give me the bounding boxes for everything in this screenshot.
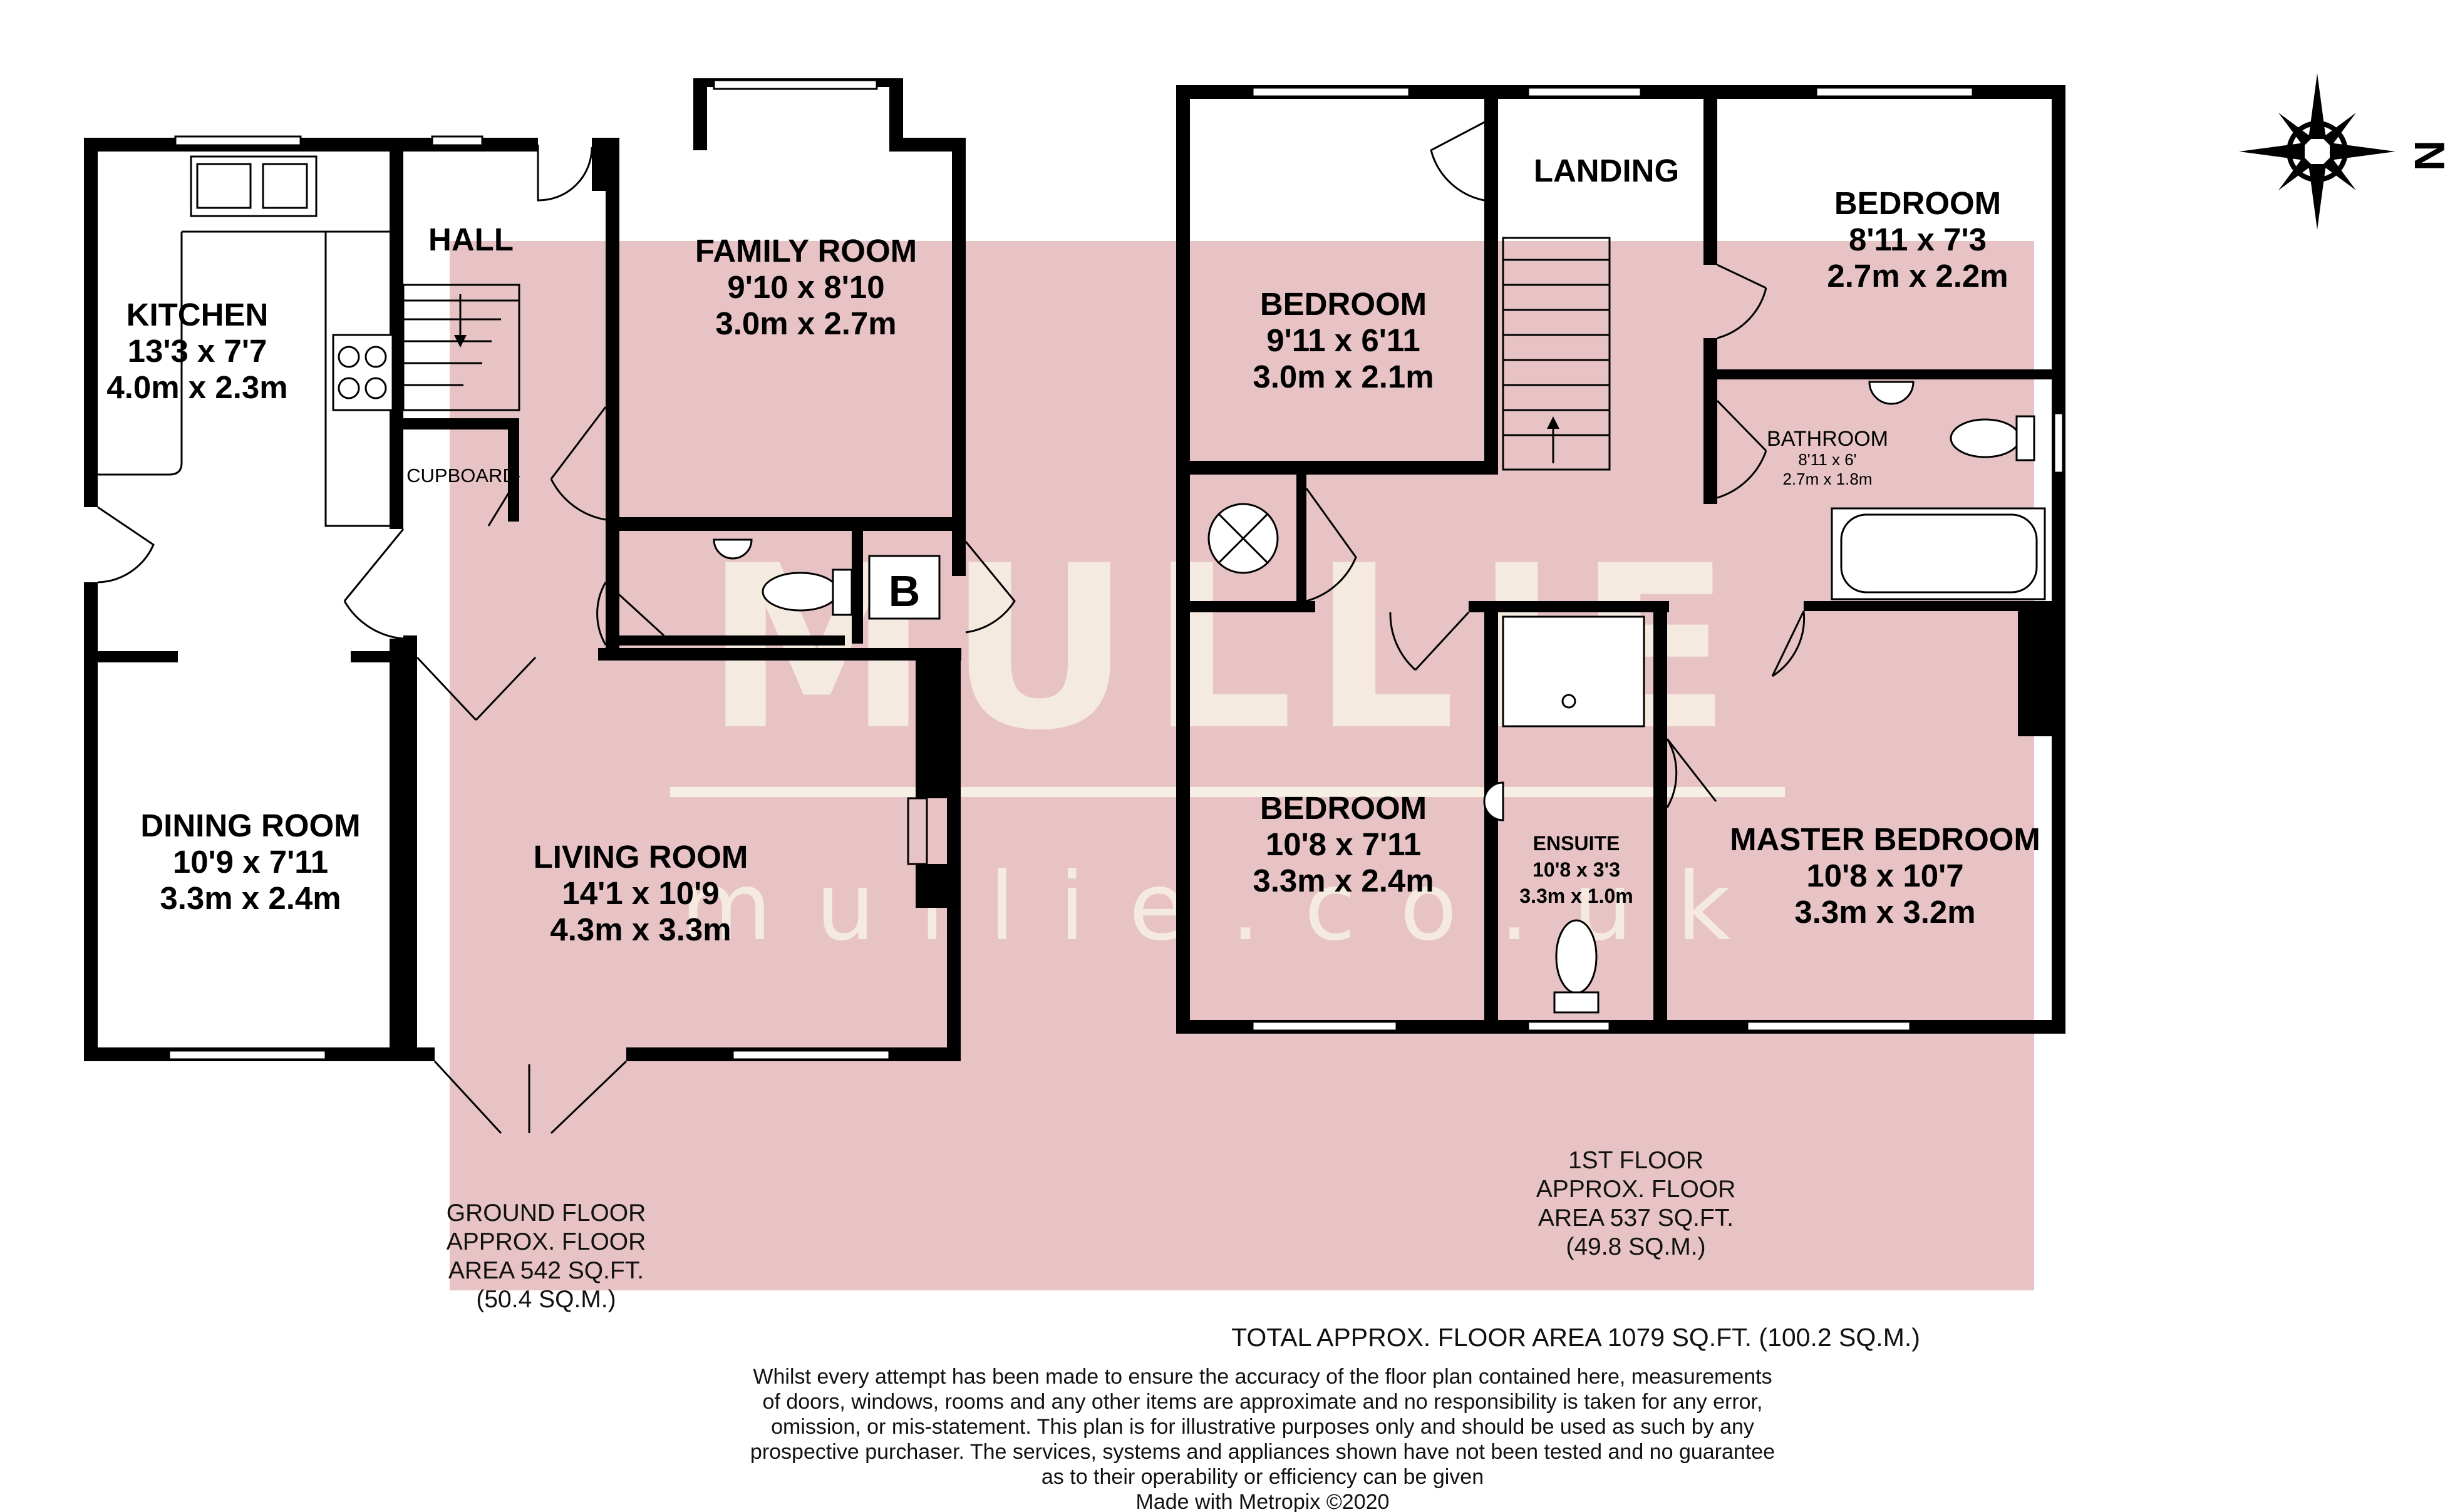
- bedroom-front-left-name: BEDROOM: [1260, 790, 1427, 826]
- cupboard-name: CUPBOARD: [406, 465, 517, 486]
- ground-area-line-1: GROUND FLOOR: [447, 1200, 646, 1227]
- shower-tray-icon: [1502, 615, 1645, 728]
- bedroom-front-left-window: [1251, 1021, 1398, 1032]
- compass-north-label: N: [2406, 140, 2450, 171]
- dining-room-imperial: 10'9 x 7'11: [173, 844, 328, 880]
- living-room-window: [731, 1049, 891, 1061]
- bathroom-window: [2053, 412, 2064, 474]
- ground-area-line-3: AREA 542 SQ.FT.: [448, 1257, 644, 1284]
- first-area-line-3: AREA 537 SQ.FT.: [1538, 1205, 1734, 1232]
- first-floor-area: 1ST FLOOR APPROX. FLOOR AREA 537 SQ.FT. …: [1536, 1147, 1736, 1260]
- watermark-fill: [450, 241, 2034, 1290]
- hall-name: HALL: [428, 222, 514, 257]
- kitchen-name: KITCHEN: [127, 297, 269, 332]
- dining-room-window: [168, 1049, 327, 1061]
- wc-basin-icon: [713, 538, 753, 560]
- master-bedroom-metric: 3.3m x 3.2m: [1794, 894, 1975, 930]
- kitchen-metric: 4.0m x 2.3m: [106, 369, 287, 405]
- master-bedroom-window: [1746, 1021, 1911, 1032]
- wc-toilet-icon: [762, 568, 853, 616]
- kitchen-window: [174, 135, 302, 147]
- first-area-line-4: (49.8 SQ.M.): [1566, 1233, 1705, 1260]
- ensuite-name: ENSUITE: [1533, 832, 1620, 855]
- living-room-metric: 4.3m x 3.3m: [550, 912, 731, 947]
- master-bedroom-name: MASTER BEDROOM: [1730, 821, 2040, 857]
- master-bedroom-imperial: 10'8 x 10'7: [1806, 858, 1963, 893]
- bedroom-rear-right-metric: 2.7m x 2.2m: [1827, 258, 2008, 294]
- bedroom-front-left-imperial: 10'8 x 7'11: [1266, 826, 1421, 862]
- compass-rose-icon: [2239, 73, 2396, 230]
- total-floor-area: TOTAL APPROX. FLOOR AREA 1079 SQ.FT. (10…: [1231, 1323, 1920, 1352]
- bedroom-rear-left-window: [1251, 86, 1410, 98]
- metropix-credit: Made with Metropix ©2020: [1136, 1490, 1390, 1512]
- bathroom-toilet-icon: [1950, 415, 2035, 461]
- ensuite-imperial: 10'8 x 3'3: [1533, 858, 1620, 881]
- first-area-line-2: APPROX. FLOOR: [1536, 1176, 1736, 1203]
- ground-area-line-2: APPROX. FLOOR: [447, 1228, 646, 1255]
- dining-room-name: DINING ROOM: [140, 808, 360, 843]
- stairs-ground: [402, 284, 520, 411]
- ground-floor-plan: [84, 78, 1016, 1134]
- bedroom-rear-left-metric: 3.0m x 2.1m: [1253, 359, 1434, 394]
- bedroom-rear-right-window: [1815, 86, 1974, 98]
- boiler-label: B: [889, 567, 921, 615]
- living-room-imperial: 14'1 x 10'9: [562, 875, 719, 911]
- cylinder-icon: [1207, 503, 1279, 574]
- disclaimer-line-4: prospective purchaser. The services, sys…: [750, 1440, 1775, 1464]
- living-room-name: LIVING ROOM: [534, 839, 748, 875]
- family-room-window: [713, 79, 878, 90]
- bathroom-metric: 2.7m x 1.8m: [1782, 470, 1872, 488]
- family-room-name: FAMILY ROOM: [695, 233, 917, 269]
- disclaimer-line-1: Whilst every attempt has been made to en…: [753, 1365, 1772, 1389]
- disclaimer-line-3: omission, or mis-statement. This plan is…: [771, 1415, 1754, 1439]
- stairs-first: [1502, 237, 1611, 471]
- kitchen-sink-icon: [190, 155, 318, 217]
- ensuite-window: [1527, 1021, 1611, 1032]
- landing-window: [1527, 86, 1642, 98]
- first-area-line-1: 1ST FLOOR: [1568, 1147, 1703, 1174]
- watermark: MULLIE mullie.co.uk: [450, 241, 2034, 1290]
- bath-icon: [1831, 507, 2046, 600]
- room-labels-ground: KITCHEN 13'3 x 7'7 4.0m x 2.3m HALL FAMI…: [106, 222, 920, 947]
- family-room-metric: 3.0m x 2.7m: [715, 306, 896, 341]
- bedroom-rear-right-name: BEDROOM: [1834, 185, 2001, 221]
- family-room-imperial: 9'10 x 8'10: [727, 269, 884, 305]
- bathroom-imperial: 8'11 x 6': [1798, 450, 1856, 469]
- disclaimer-line-5: as to their operability or efficiency ca…: [1042, 1465, 1484, 1489]
- hob-icon: [332, 334, 394, 411]
- bedroom-front-left-metric: 3.3m x 2.4m: [1253, 863, 1434, 898]
- hall-window: [431, 135, 483, 147]
- kitchen-imperial: 13'3 x 7'7: [128, 333, 267, 369]
- first-floor-plan: [1176, 85, 2065, 1034]
- ensuite-basin-icon: [1483, 781, 1504, 821]
- bedroom-rear-left-imperial: 9'11 x 6'11: [1266, 322, 1420, 358]
- ensuite-toilet-icon: [1553, 919, 1600, 1014]
- ground-area-line-4: (50.4 SQ.M.): [476, 1286, 616, 1313]
- watermark-site: mullie.co.uk: [680, 853, 1774, 962]
- boiler-box: [868, 555, 941, 620]
- bedroom-rear-right-imperial: 8'11 x 7'3: [1849, 222, 1987, 257]
- bathroom-name: BATHROOM: [1767, 427, 1888, 451]
- bathroom-basin-icon: [1868, 381, 1915, 405]
- disclaimer-line-2: of doors, windows, rooms and any other i…: [763, 1390, 1763, 1414]
- room-labels-first: LANDING BEDROOM 9'11 x 6'11 3.0m x 2.1m …: [1253, 153, 2040, 930]
- landing-name: LANDING: [1534, 153, 1679, 188]
- bedroom-rear-left-name: BEDROOM: [1260, 286, 1427, 322]
- ensuite-metric: 3.3m x 1.0m: [1519, 885, 1633, 907]
- dining-room-metric: 3.3m x 2.4m: [160, 880, 341, 916]
- disclaimer: Whilst every attempt has been made to en…: [750, 1365, 1775, 1512]
- ground-floor-area: GROUND FLOOR APPROX. FLOOR AREA 542 SQ.F…: [447, 1200, 646, 1313]
